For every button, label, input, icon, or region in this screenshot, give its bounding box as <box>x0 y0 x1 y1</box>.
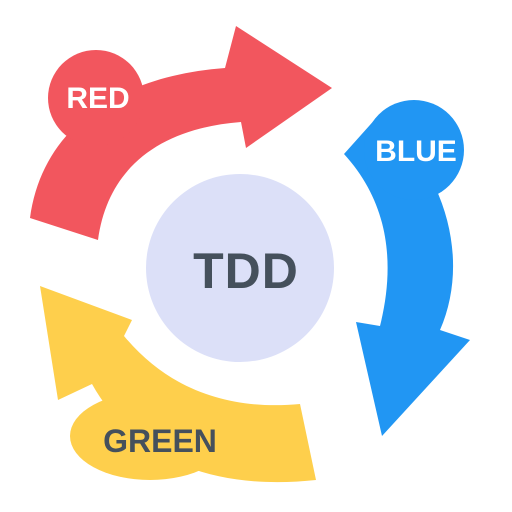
center-circle <box>146 174 334 362</box>
green-label-bubble <box>70 392 230 480</box>
red-stage-label: RED <box>66 82 129 115</box>
center-label: TDD <box>193 243 299 299</box>
blue-stage-arrow: BLUE <box>344 100 470 436</box>
red-label-bubble <box>48 50 144 146</box>
red-stage-arrow: RED <box>30 26 332 240</box>
blue-label-bubble <box>364 100 464 200</box>
green-stage-label: GREEN <box>103 423 217 459</box>
green-stage-arrow: GREEN <box>40 286 316 483</box>
blue-arrow-body <box>344 116 470 436</box>
red-arrow-body <box>30 26 332 240</box>
green-arrow-body <box>40 286 316 483</box>
blue-stage-label: BLUE <box>375 135 457 168</box>
